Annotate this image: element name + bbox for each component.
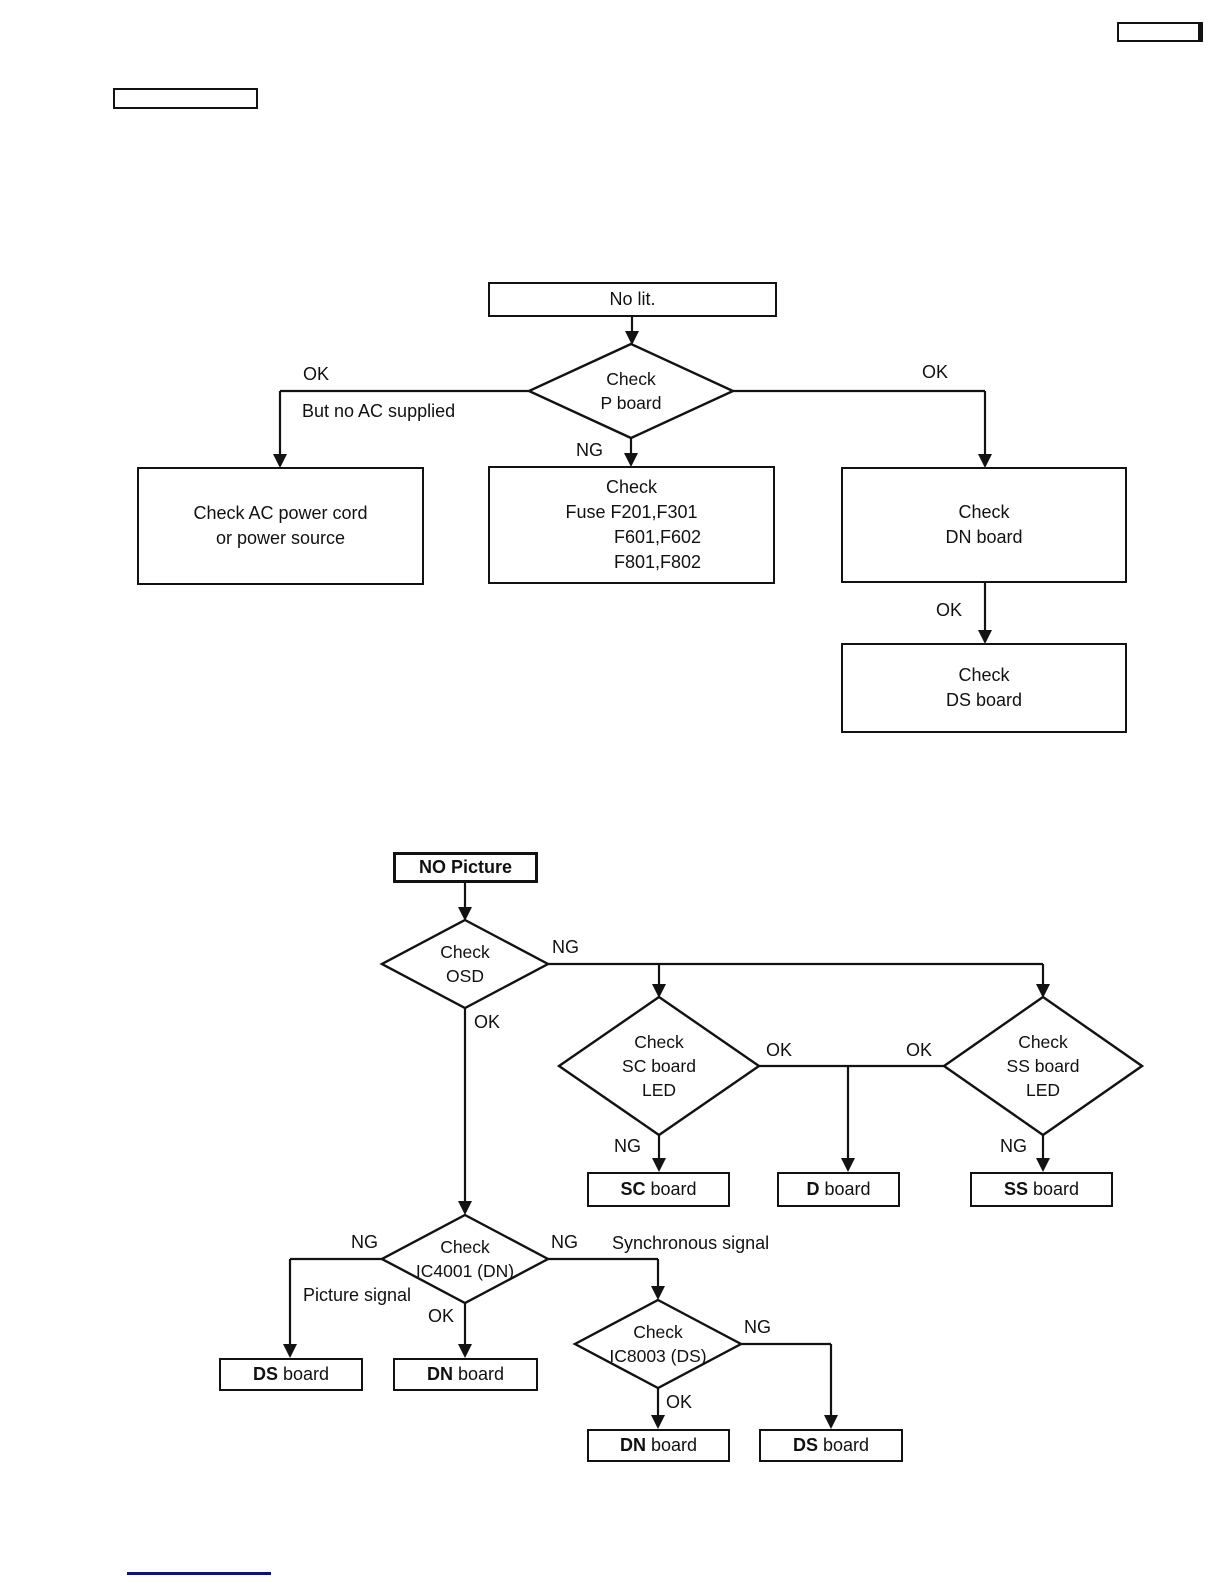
board-label: D board: [806, 1177, 870, 1202]
terminal-ds-board-picture: DS board: [219, 1358, 363, 1391]
top-right-empty-box: [1117, 22, 1203, 42]
board-label: DS board: [793, 1433, 869, 1458]
process-check-ac-power: Check AC power cord or power source: [137, 467, 424, 585]
process-line: Fuse F201,F301: [565, 502, 698, 522]
terminal-sc-board: SC board: [587, 1172, 730, 1207]
arrowhead-down: [458, 1344, 472, 1358]
branch-label-synchronous-signal: Synchronous signal: [612, 1233, 770, 1253]
arrowhead-down: [273, 454, 287, 468]
branch-label-ok: OK: [936, 600, 963, 620]
arrowhead-down: [1036, 984, 1050, 998]
board-word: board: [645, 1179, 697, 1199]
board-label: SS board: [1004, 1177, 1079, 1202]
branch-label-ng: NG: [551, 1232, 578, 1252]
arrowhead-down: [652, 1158, 666, 1172]
branch-label-but-no-ac: But no AC supplied: [302, 401, 456, 421]
branch-label-ng: NG: [1000, 1136, 1027, 1156]
board-label: DN board: [427, 1362, 504, 1387]
branch-label-ok: OK: [666, 1392, 693, 1412]
board-code: DN: [426, 1364, 453, 1384]
branch-label-ok: OK: [474, 1012, 501, 1032]
arrowhead-down: [651, 1415, 665, 1429]
arrowhead-down: [458, 907, 472, 921]
decision-diamond-ic8003: [572, 1298, 744, 1390]
arrowhead-down: [458, 1201, 472, 1215]
branch-label-ok: OK: [766, 1040, 793, 1060]
board-code: DN: [619, 1435, 646, 1455]
arrowhead-down: [978, 630, 992, 644]
top-left-empty-box: [113, 88, 258, 109]
terminal-d-board: D board: [777, 1172, 900, 1207]
board-label: SC board: [620, 1177, 696, 1202]
terminal-ss-board: SS board: [970, 1172, 1113, 1207]
arrowhead-down: [978, 454, 992, 468]
arrowhead-down: [651, 1286, 665, 1300]
arrowhead-down: [652, 984, 666, 998]
process-line: F601,F602: [613, 527, 702, 547]
process-check-fuses: Check Fuse F201,F301 F601,F602 F801,F802: [488, 466, 775, 584]
arrowhead-down: [841, 1158, 855, 1172]
terminal-no-lit: No lit.: [488, 282, 777, 317]
branch-label-ok: OK: [428, 1306, 455, 1326]
process-line: or power source: [215, 528, 346, 548]
board-word: board: [1027, 1179, 1080, 1199]
board-label: DS board: [253, 1362, 329, 1387]
branch-label-ok: OK: [922, 362, 949, 382]
terminal-dn-board-picture: DN board: [393, 1358, 538, 1391]
branch-label-picture-signal: Picture signal: [303, 1285, 412, 1305]
board-word: board: [452, 1364, 505, 1384]
board-label: DN board: [620, 1433, 697, 1458]
board-code: SC: [620, 1179, 646, 1199]
process-line: F801,F802: [613, 552, 702, 572]
decision-diamond-sc-board-led: [556, 995, 762, 1137]
branch-label-ok: OK: [906, 1040, 933, 1060]
terminal-no-lit-label: No lit.: [609, 289, 656, 309]
process-line: Check AC power cord: [193, 503, 368, 523]
arrowhead-down: [625, 331, 639, 345]
process-line: Check: [605, 477, 658, 497]
branch-label-ng: NG: [576, 440, 603, 460]
process-check-dn-board: Check DN board: [841, 467, 1127, 583]
process-line: DS board: [945, 690, 1023, 710]
board-code: DS: [252, 1364, 278, 1384]
decision-diamond-ss-board-led: [941, 995, 1145, 1137]
arrowhead-down: [624, 453, 638, 467]
board-word: board: [277, 1364, 330, 1384]
terminal-dn-board-sync: DN board: [587, 1429, 730, 1462]
decision-diamond-p-board: [526, 342, 736, 440]
branch-label-ng: NG: [614, 1136, 641, 1156]
arrowhead-down: [283, 1344, 297, 1358]
terminal-no-picture-label: NO Picture: [418, 857, 513, 877]
branch-label-ng: NG: [744, 1317, 771, 1337]
board-word: board: [645, 1435, 698, 1455]
board-code: D: [806, 1179, 820, 1199]
board-word: board: [819, 1179, 871, 1199]
branch-label-ng: NG: [552, 937, 579, 957]
branch-label-ok: OK: [303, 364, 330, 384]
board-code: DS: [792, 1435, 818, 1455]
process-line: Check: [958, 665, 1010, 685]
board-code: SS: [1003, 1179, 1028, 1199]
arrowhead-down: [824, 1415, 838, 1429]
branch-label-ng: NG: [351, 1232, 378, 1252]
process-line: DN board: [945, 527, 1023, 547]
arrowhead-down: [1036, 1158, 1050, 1172]
process-check-ds-board: Check DS board: [841, 643, 1127, 733]
terminal-no-picture: NO Picture: [393, 852, 538, 883]
process-line: Check: [958, 502, 1010, 522]
board-word: board: [817, 1435, 870, 1455]
decision-diamond-osd: [379, 918, 551, 1010]
terminal-ds-board-sync: DS board: [759, 1429, 903, 1462]
footer-link-underline[interactable]: [127, 1572, 271, 1575]
